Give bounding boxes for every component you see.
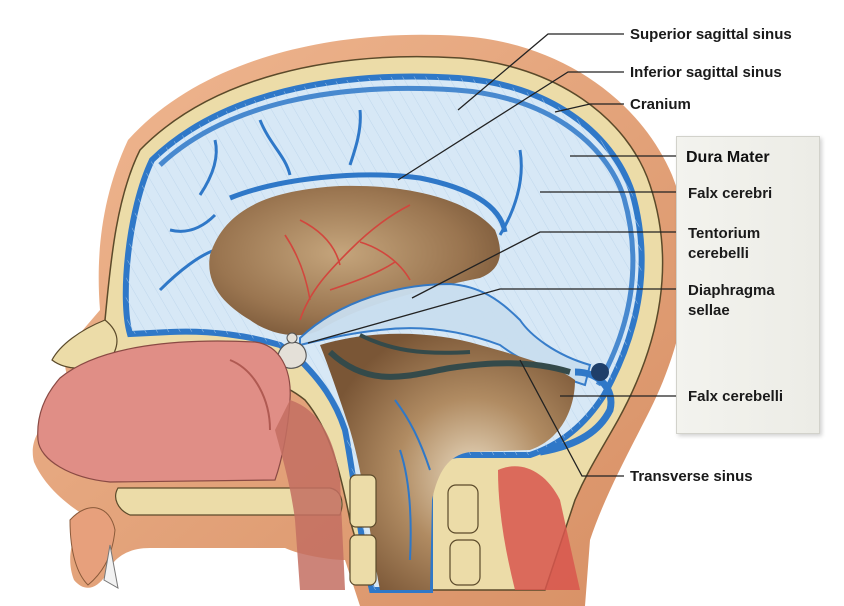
inferior-sagittal-sinus-vessel bbox=[229, 172, 508, 233]
superior-sagittal-sinus-vessel bbox=[158, 85, 636, 387]
label-tentorium-cerebelli-1: Tentorium bbox=[688, 225, 761, 242]
leader-lines bbox=[307, 33, 676, 477]
label-tentorium-cerebelli-2: cerebelli bbox=[688, 245, 749, 262]
label-dura-mater: Dura Mater bbox=[686, 149, 770, 166]
posterior-fossa-cavity bbox=[320, 333, 575, 590]
leader-superior-sagittal-sinus bbox=[457, 33, 624, 111]
pharynx bbox=[275, 400, 345, 590]
label-diaphragma-sellae-2: sellae bbox=[688, 302, 730, 319]
cerebral-veins bbox=[158, 109, 523, 292]
label-superior-sagittal-sinus: Superior sagittal sinus bbox=[630, 26, 792, 43]
leader-diaphragma bbox=[307, 288, 676, 344]
label-cranium: Cranium bbox=[630, 96, 691, 113]
dura-mater-group-box bbox=[676, 136, 820, 434]
leader-inferior-sagittal-sinus bbox=[397, 71, 624, 181]
transverse-sinus-vessel bbox=[327, 349, 571, 380]
leader-cranium bbox=[554, 103, 624, 113]
label-inferior-sagittal-sinus: Inferior sagittal sinus bbox=[630, 64, 782, 81]
label-diaphragma-sellae-1: Diaphragma bbox=[688, 282, 775, 299]
cerebral-arteries bbox=[284, 204, 411, 321]
cerebral-cavity bbox=[209, 185, 500, 336]
leader-tentorium bbox=[411, 231, 676, 299]
leader-transverse-sinus bbox=[519, 359, 624, 477]
neck-muscles bbox=[498, 466, 580, 590]
label-falx-cerebri: Falx cerebri bbox=[688, 185, 773, 202]
label-falx-cerebelli: Falx cerebelli bbox=[688, 388, 784, 405]
label-transverse-sinus: Transverse sinus bbox=[630, 468, 753, 485]
lip bbox=[69, 507, 116, 586]
vertebrae bbox=[349, 474, 481, 586]
